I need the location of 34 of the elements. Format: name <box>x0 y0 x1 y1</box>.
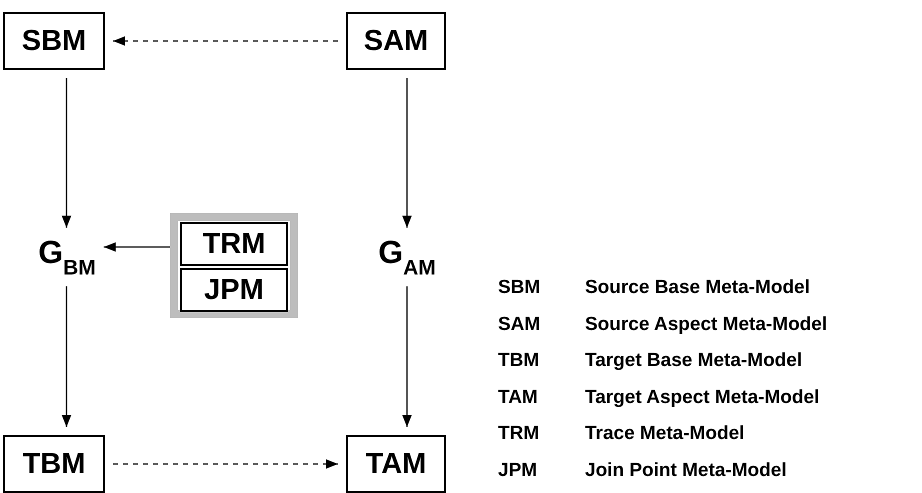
arrow <box>62 78 72 228</box>
model-box <box>3 12 105 70</box>
abbreviation-meaning: Source Base Meta-Model <box>585 278 810 297</box>
abbreviation: SBM <box>498 278 540 297</box>
arrow <box>104 242 172 252</box>
box-label: TAM <box>366 450 426 478</box>
abbreviation-meaning: Target Base Meta-Model <box>585 351 802 370</box>
abbreviation-meaning: Source Aspect Meta-Model <box>585 314 828 334</box>
group-frame <box>170 213 298 318</box>
model-box <box>180 268 288 312</box>
abbreviation-meaning: Target Aspect Meta-Model <box>585 388 820 406</box>
box-label: TRM <box>202 230 266 258</box>
model-box <box>180 222 288 266</box>
abbreviation: SAM <box>498 314 540 334</box>
abbreviation-meaning: Join Point Meta-Model <box>585 460 787 480</box>
model-box <box>346 435 446 493</box>
abbreviation-meaning: Trace Meta-Model <box>585 424 744 443</box>
arrow <box>113 459 338 469</box>
abbreviation: JPM <box>498 460 538 480</box>
arrow <box>402 286 412 427</box>
box-label: TBM <box>22 450 86 478</box>
model-label: G$_{BM}$ <box>38 236 96 278</box>
model-box <box>346 12 446 70</box>
abbreviation: TAM <box>498 388 538 406</box>
model-label: G$_{AM}$ <box>378 236 436 278</box>
box-label: JPM <box>204 276 264 304</box>
model-box <box>3 435 105 493</box>
arrow <box>62 286 72 427</box>
arrow <box>113 36 338 46</box>
abbreviation: TRM <box>498 424 540 443</box>
box-label: SAM <box>364 26 428 56</box>
abbreviation: TBM <box>498 351 540 370</box>
arrow <box>402 78 412 228</box>
box-label: SBM <box>22 26 86 56</box>
